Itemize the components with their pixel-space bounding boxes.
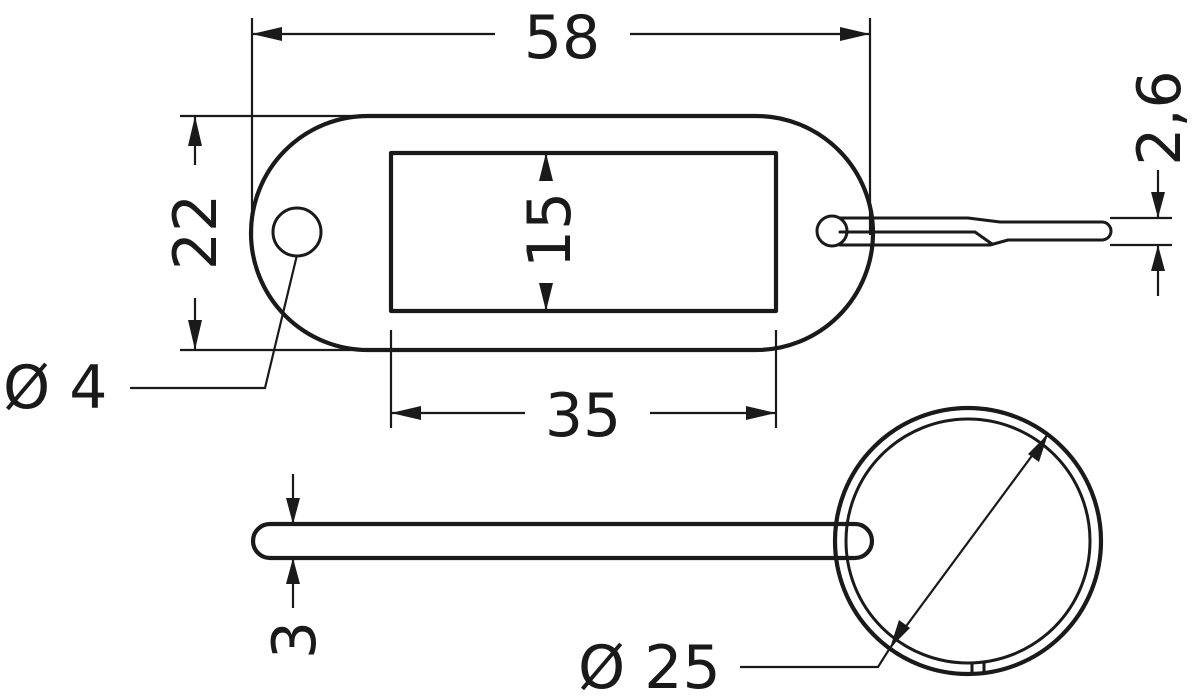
arrowhead	[890, 620, 910, 648]
dimension-15: 15	[515, 153, 585, 311]
key-ring-view	[250, 405, 1104, 677]
dimension-label-ring-diameter: Ø 25	[578, 633, 721, 697]
ring-outer	[832, 405, 1104, 677]
side-profile-mid	[838, 230, 994, 246]
tag-outline	[248, 113, 876, 353]
arrowhead	[188, 320, 202, 350]
dimension-22: 22	[161, 114, 370, 352]
arrowhead	[188, 116, 202, 146]
dimension-label-thickness: 2,6	[1125, 70, 1193, 165]
dimension-label-35: 35	[545, 381, 621, 451]
dimension-ring-diameter: Ø 25	[578, 433, 1049, 697]
dimension-label-15: 15	[515, 192, 585, 268]
arrowhead	[539, 153, 553, 181]
side-profile-upper	[838, 216, 1104, 224]
key-tag-side-view	[838, 216, 1113, 247]
dimension-3: 3	[260, 474, 330, 659]
arrowhead	[539, 283, 553, 311]
dimension-label-hole-diameter: Ø 4	[3, 353, 107, 423]
arrowhead	[286, 498, 300, 524]
arrowhead	[746, 406, 776, 420]
ring-wire	[250, 521, 875, 561]
dimension-label-58: 58	[524, 3, 600, 73]
arrowhead	[1028, 434, 1048, 462]
arrowhead	[286, 558, 300, 584]
arrowhead	[252, 27, 282, 41]
ring-inner	[844, 417, 1092, 665]
dimension-hole-diameter: Ø 4	[3, 254, 299, 423]
arrowhead	[391, 406, 421, 420]
arrowhead	[840, 27, 870, 41]
side-profile-end	[1100, 220, 1113, 242]
dimension-35: 35	[389, 330, 778, 451]
dimension-58: 58	[250, 3, 872, 235]
arrowhead	[1151, 245, 1165, 271]
dimension-label-22: 22	[161, 194, 231, 270]
arrowhead	[1151, 192, 1165, 218]
dimension-2-6: 2,6	[1110, 70, 1193, 296]
dimension-label-ring-wire: 3	[260, 621, 330, 659]
label-window	[388, 150, 779, 314]
key-hole	[271, 206, 323, 258]
side-profile-lower	[838, 238, 1104, 247]
key-tag-front-view	[248, 113, 876, 353]
